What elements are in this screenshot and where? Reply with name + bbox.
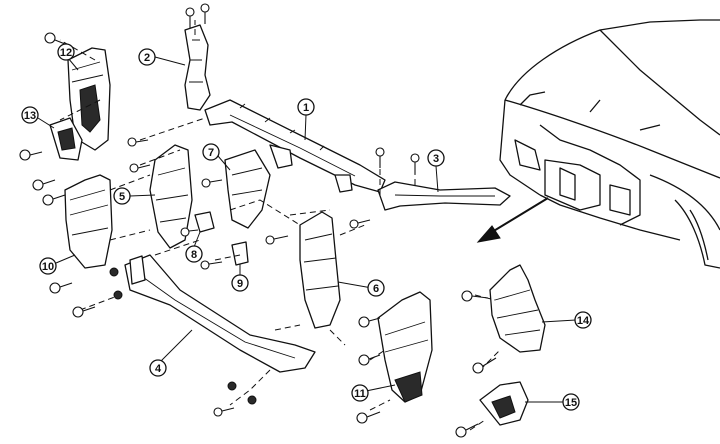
nut-icon [247,395,257,405]
part-duct-10 [64,174,113,269]
callout-label: 12 [60,47,72,59]
bolt-icon [375,147,385,168]
part-upper-support-1 [204,99,386,193]
callout-label: 9 [237,278,243,290]
callout-4: 4 [149,359,167,377]
callout-label: 8 [191,249,197,261]
clip-icon [356,411,381,424]
callout-11: 11 [351,384,369,402]
callout-label: 11 [354,388,366,400]
leader-lines [37,56,577,403]
part-bracket-2 [184,24,211,111]
part-bracket-15 [479,381,529,426]
bolt-icon [185,7,195,28]
callout-label: 3 [433,153,439,165]
part-lower-support-4 [124,254,316,373]
callout-14: 14 [574,311,592,329]
bolt-icon [201,178,223,188]
callout-label: 7 [208,147,214,159]
part-side-panel-6 [299,211,341,329]
clip-icon [461,290,489,302]
callout-1: 1 [297,98,315,116]
nut-icon [227,381,237,391]
bolt-icon [410,153,420,174]
callout-8: 8 [185,245,203,263]
callout-label: 10 [42,261,54,273]
bolt-icon [265,235,289,245]
fasteners [19,3,497,438]
clip-icon [455,423,479,438]
clip-icon [72,306,96,318]
callout-label: 13 [24,110,36,122]
part-center-bracket-7 [224,149,271,229]
callout-12: 12 [57,43,75,61]
bolt-icon [200,260,223,270]
part-small-bracket-8 [194,211,215,233]
part-side-duct-12 [67,47,111,151]
callout-label: 2 [144,52,150,64]
direction-arrow [476,197,549,243]
callout-13: 13 [21,106,39,124]
callout-label: 14 [577,315,590,327]
clip-icon [44,32,66,45]
assembly-guide-lines [59,20,501,431]
clip-icon [49,282,73,294]
clip-icon [42,194,66,206]
part-bracket-13 [49,117,83,161]
callout-7: 7 [202,143,220,161]
bolt-icon [213,407,235,417]
bolt-icon [180,227,199,237]
part-small-bracket-9 [231,241,249,266]
callout-15: 15 [562,393,580,411]
bolt-icon [349,219,371,229]
callout-label: 15 [565,397,577,409]
bolt-icon [127,137,149,147]
callout-label: 4 [155,363,162,375]
nut-icon [109,267,119,277]
callout-3: 3 [427,149,445,167]
part-hood-stay-3 [377,181,511,211]
callout-5: 5 [113,187,131,205]
callout-9: 9 [231,274,249,292]
callout-label: 1 [303,102,309,114]
clip-icon [358,316,381,328]
callout-10: 10 [39,257,57,275]
vehicle-front-view [499,19,720,269]
part-side-panel-5 [149,144,193,249]
clip-icon [472,357,497,374]
clip-icon [19,149,43,161]
bolt-icon [129,163,151,173]
clip-icon [358,354,381,366]
callout-6: 6 [367,279,385,297]
clip-icon [32,179,56,191]
bolt-icon [200,3,210,24]
part-side-duct-14 [489,264,546,353]
nut-icon [113,290,123,300]
callout-2: 2 [138,48,156,66]
callout-label: 5 [119,191,125,203]
part-air-guide-11 [377,291,433,403]
callout-label: 6 [373,283,379,295]
